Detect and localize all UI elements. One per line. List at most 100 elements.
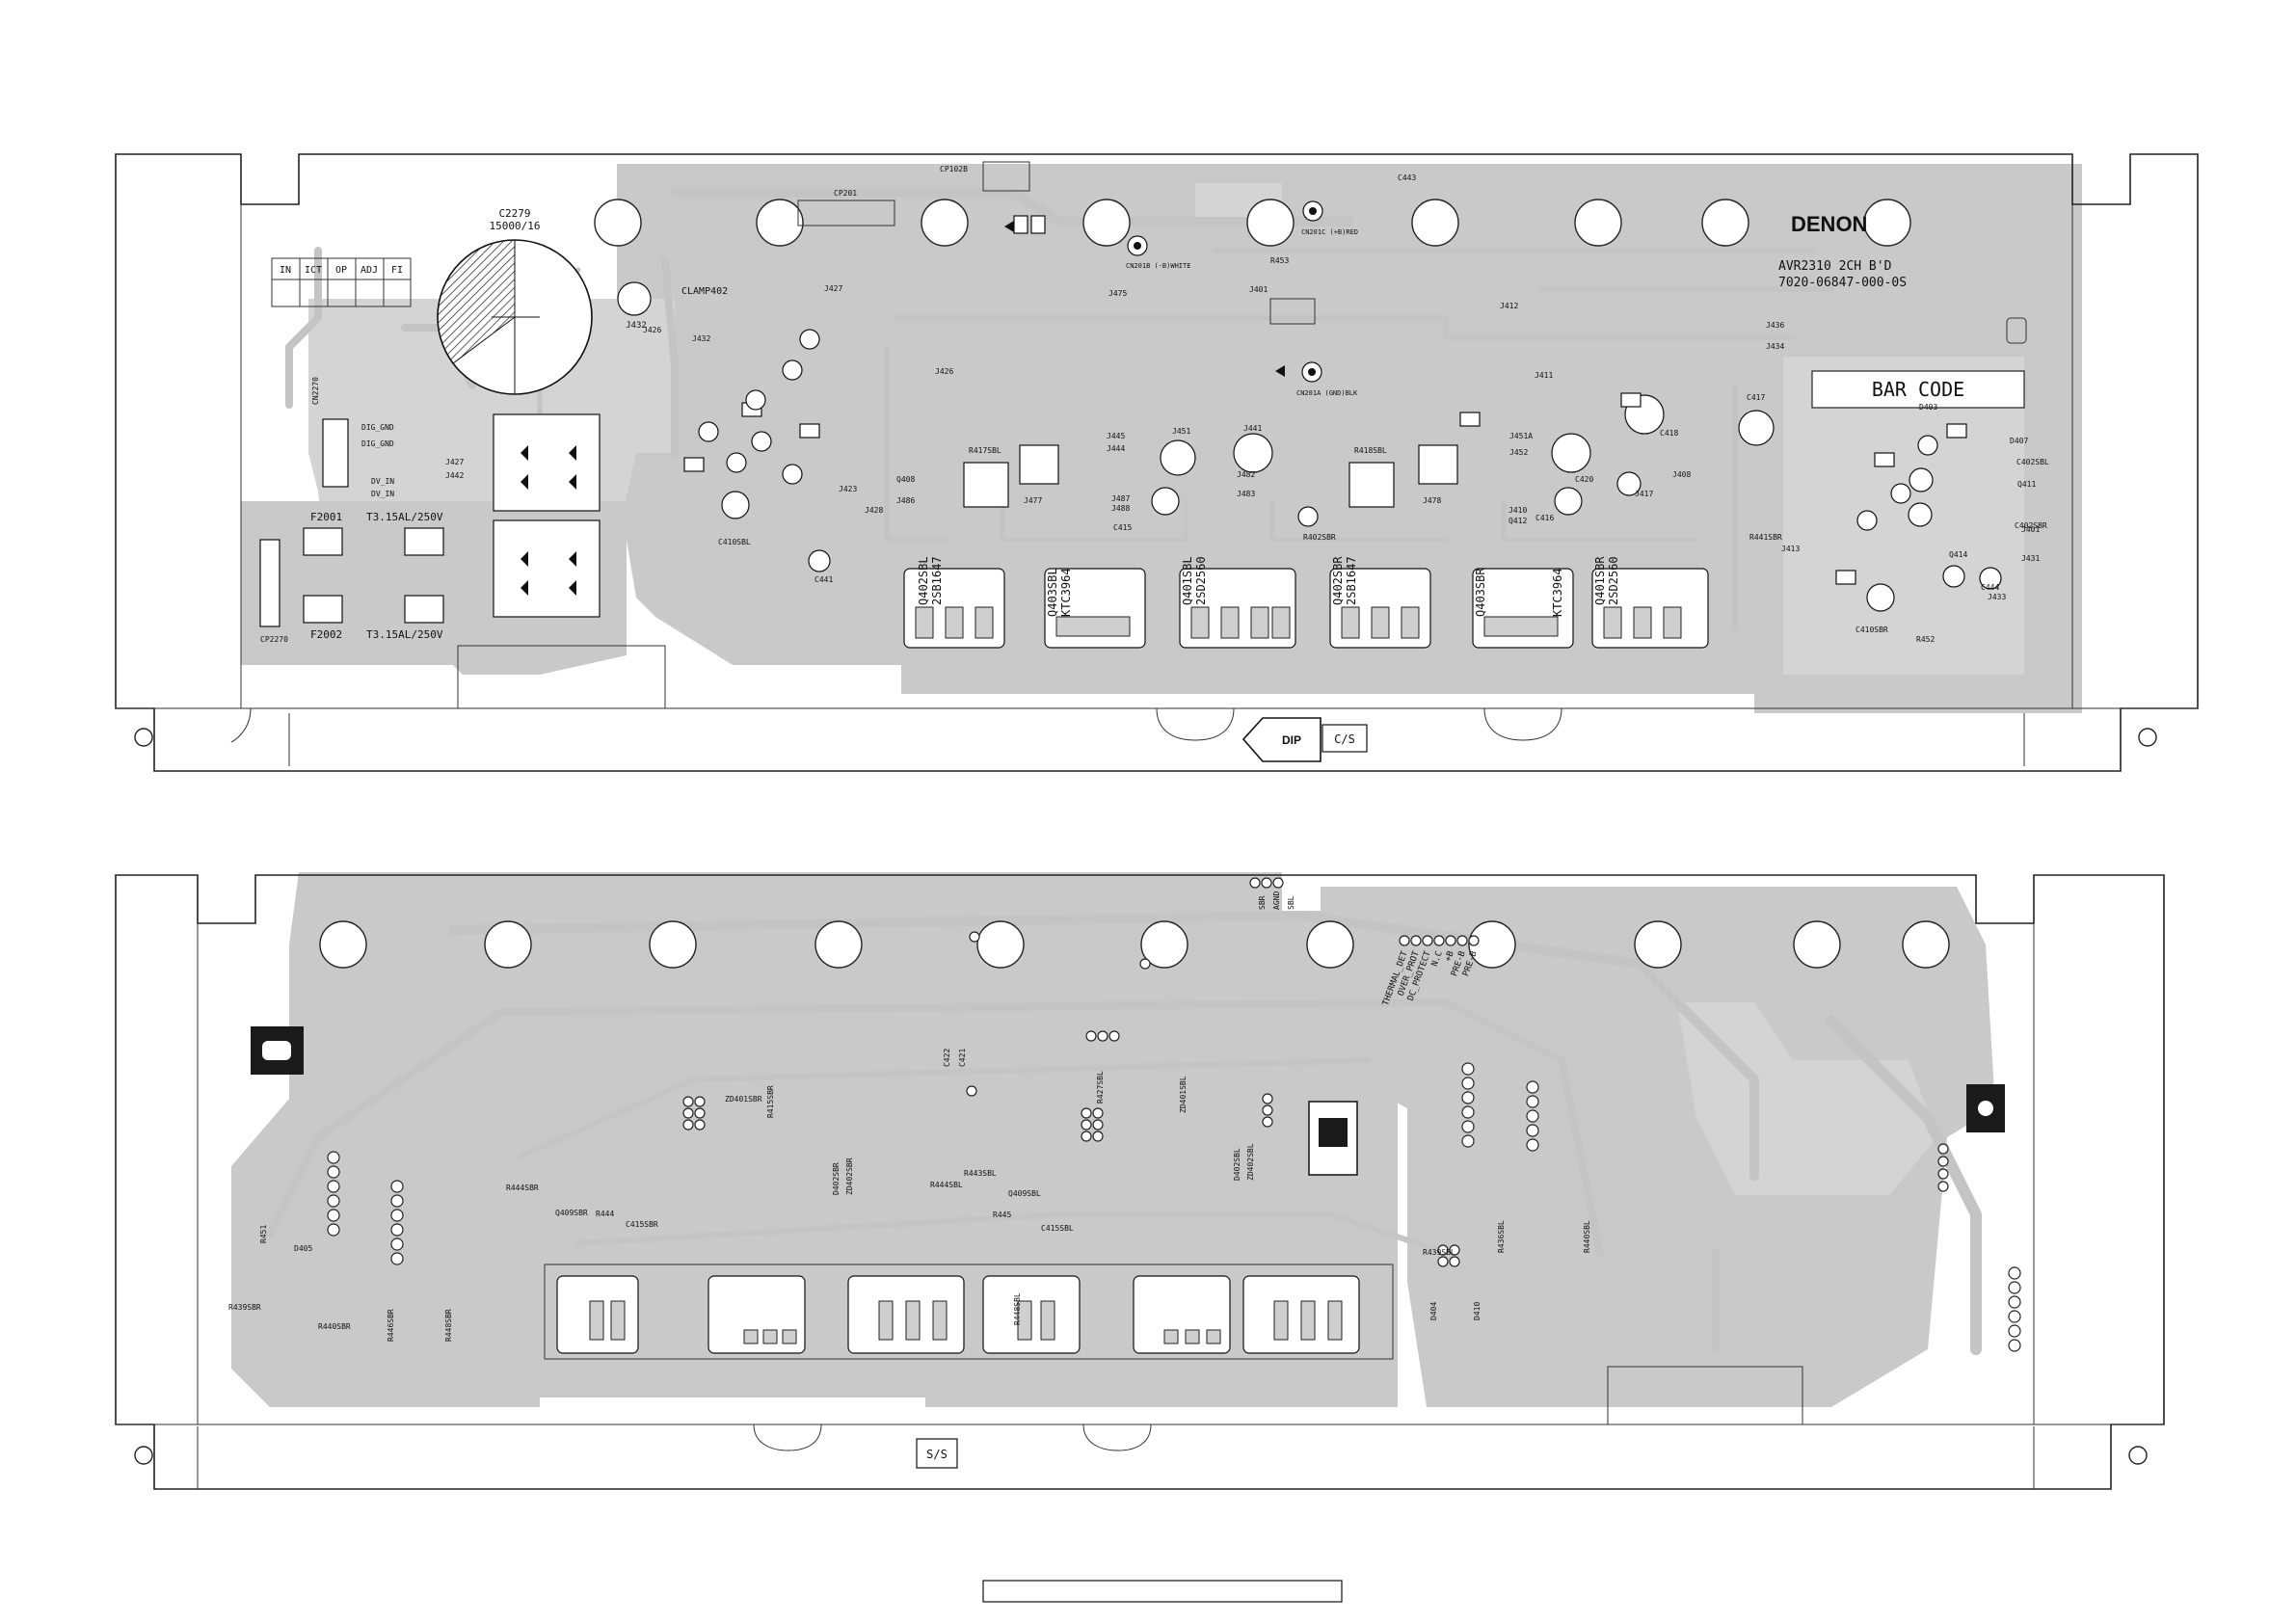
ref-tp402: R418SBL: [1354, 446, 1387, 455]
b-ref-r444: R444: [596, 1210, 614, 1218]
ref-j433: J401: [2021, 525, 2040, 534]
ref-r418sbl: J488: [1111, 504, 1130, 513]
cap-big-value: 15000/16: [490, 220, 541, 232]
ref-j410: J452: [1509, 448, 1528, 457]
conn-label-4: DV_IN: [371, 490, 394, 498]
ref-c419: J432: [626, 321, 647, 331]
flow-cs-label: C/S: [1334, 732, 1355, 746]
ref-cp201: CP201: [834, 189, 857, 198]
ref-c415: C418: [1660, 429, 1678, 438]
ref-j408: J483: [1237, 490, 1255, 498]
ref-j436: R453: [1270, 256, 1289, 265]
ref-j481: J423: [839, 485, 857, 493]
ref-r419sbr: R441SBR: [1749, 533, 1782, 542]
b-ref-r444sbr: R444SBR: [506, 1184, 539, 1192]
ref-d407: Q414: [1949, 550, 1967, 559]
ref-j482: J428: [865, 506, 883, 515]
b-ref-zd401sbl: ZD401SBL: [1179, 1076, 1188, 1113]
ref-r424sbl: J486: [896, 496, 915, 505]
ref-j441: J433: [1988, 593, 2006, 601]
q401sbr-ref: Q401SBR: [1593, 556, 1607, 605]
top-transistor-row: Q402SBL 2SB1647 Q403SBL KTC3964 Q401SBL …: [903, 556, 1709, 649]
b-ref-r445: R445: [993, 1211, 1011, 1219]
b-ref-r439sbr: R439SBR: [228, 1303, 261, 1312]
b-ref-r427sbl: R427SBL: [1096, 1071, 1105, 1104]
b-ref-agnd: AGND: [1272, 891, 1281, 910]
ref-vr401: J477: [1024, 496, 1042, 505]
b-ref-q409sbl: Q409SBL: [1008, 1189, 1041, 1198]
bottom-pad-arrays: [327, 877, 2021, 1352]
ref-j477: J444: [1107, 444, 1125, 453]
test-col-ict: ICT: [305, 265, 322, 276]
ref-l401sbl: J475: [1108, 289, 1127, 298]
ref-j478: J445: [1107, 432, 1125, 440]
q403sbl-ref: Q403SBL: [1046, 568, 1059, 617]
test-col-in: IN: [280, 265, 291, 276]
bottom-traces: [266, 911, 1982, 1355]
wire-label-black: CN201A (GND)BLK: [1296, 389, 1358, 397]
top-small-components: [683, 215, 1967, 585]
test-col-fi: FI: [391, 265, 403, 276]
b-ref-c421: C421: [958, 1049, 967, 1067]
ref-r410sbr: J410: [1508, 506, 1527, 515]
footer-box: [982, 1580, 1343, 1603]
ref-c418: J451: [1172, 427, 1190, 436]
b-ref-r448sbl: R448SBL: [1013, 1292, 1022, 1325]
fuse2-ref: F2002: [310, 628, 342, 641]
ref-j417: J482: [1237, 470, 1255, 479]
b-ref-sbr: SBR: [1258, 895, 1267, 910]
bottom-transistor-row: [544, 1264, 1394, 1360]
wire-label-white: CN201B (-B)WHITE: [1126, 262, 1190, 270]
ref-j426: J426: [935, 367, 953, 376]
ref-r423sbl: Q408: [896, 475, 915, 484]
ref-j432: J432: [692, 334, 710, 343]
ref-vr402: J478: [1423, 496, 1441, 505]
part-number: 7020-06847-000-0S: [1778, 276, 1907, 290]
b-ref-zd402sbr: ZD402SBR: [845, 1157, 854, 1195]
ref-c402sbr: C410SBR: [1855, 625, 1888, 634]
b-ref-c415sbr: C415SBR: [626, 1220, 658, 1229]
ref-j413: J417: [1635, 490, 1653, 498]
ref-c417: J441: [1243, 424, 1262, 433]
test-col-adj: ADJ: [360, 265, 378, 276]
ref-r402sbr: R452: [1916, 635, 1935, 644]
pin-plus-b: +B: [1444, 950, 1456, 964]
ref-j423: J434: [1766, 342, 1784, 351]
b-ref-zd402sbl: ZD402SBL: [1246, 1143, 1255, 1181]
q402sbl-ref: Q402SBL: [917, 556, 930, 605]
flow-dip-label: DIP: [1282, 733, 1301, 747]
bottom-board-outline: [115, 874, 2165, 1490]
b-ref-r443sbl: R443SBL: [964, 1169, 997, 1178]
model-label: AVR2310 2CH B'D: [1778, 259, 1892, 274]
b-ref-r440sbl: R440SBL: [1583, 1220, 1591, 1253]
q403sbr-ref: Q403SBR: [1474, 568, 1487, 617]
main-filter-capacitor: C2279 15000/16: [437, 207, 593, 395]
b-ref-r415sbr: R415SBR: [766, 1085, 775, 1118]
top-board: IN ICT OP ADJ FI C2279 15000/16 J432 CLA…: [115, 153, 2199, 772]
ref-r412sbr: Q412: [1508, 517, 1527, 525]
test-col-op: OP: [335, 265, 347, 276]
ref-r425sbr: D403: [1919, 403, 1937, 412]
q402sbr-ref: Q402SBR: [1331, 556, 1345, 605]
top-mounting-holes: [594, 199, 1911, 247]
fuse-block: F2001 F2002 T3.15AL/250V T3.15AL/250V CP…: [259, 511, 444, 644]
q401sbl-ref: Q401SBL: [1181, 556, 1194, 605]
test-column-table: IN ICT OP ADJ FI: [271, 257, 412, 307]
ref-j427: J427: [445, 458, 464, 466]
ref-j442: J442: [445, 471, 464, 480]
fuse1-ref: F2001: [310, 511, 342, 523]
ref-c410sbl: C415: [1113, 523, 1132, 532]
cap-big-ref: C2279: [498, 207, 530, 220]
conn-label-1: DIG_GND: [361, 423, 394, 432]
b-ref-c415sbl: C415SBL: [1041, 1224, 1074, 1233]
ref-c402sbl: C410SBL: [718, 538, 751, 546]
ref-j412: J451A: [1509, 432, 1533, 440]
b-ref-r440sbr: R440SBR: [318, 1322, 351, 1331]
ref-r417sbl: J487: [1111, 494, 1130, 503]
ref-j438: J431: [2021, 554, 2040, 563]
fuse1-value: T3.15AL/250V: [366, 511, 443, 523]
ref-cp700: J401: [1249, 285, 1268, 294]
ref-j422: J436: [1766, 321, 1784, 330]
brand-denon: DENON: [1791, 212, 1867, 236]
